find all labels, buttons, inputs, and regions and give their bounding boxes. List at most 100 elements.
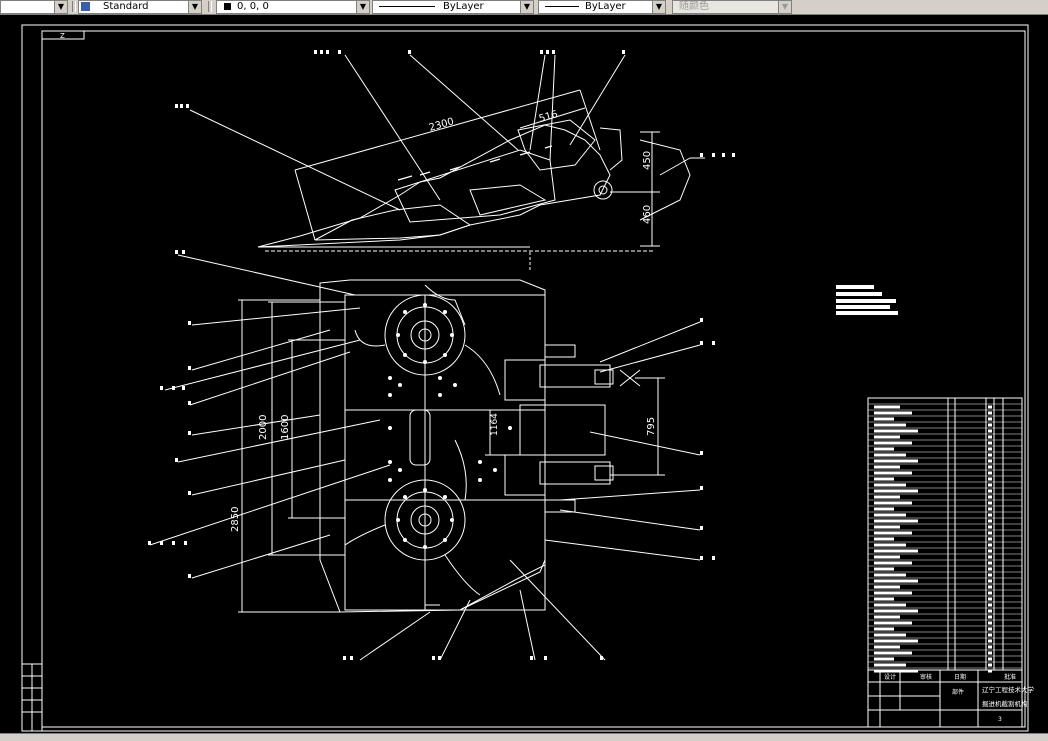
color-dropdown[interactable]: 0, 0, 0 ▼ (216, 0, 370, 14)
parts-list-row-glyphs (874, 489, 918, 493)
parts-list-qty-glyph (988, 657, 992, 661)
plan-view-leaders (149, 254, 701, 661)
parts-list-qty-glyph (988, 609, 992, 613)
parts-list-row-glyphs (874, 585, 900, 589)
parts-list-row-glyphs (874, 627, 894, 631)
layer-dropdown[interactable]: ▼ (0, 0, 68, 14)
chevron-down-icon[interactable]: ▼ (520, 1, 533, 13)
parts-list-row-glyphs (874, 483, 906, 487)
parts-list-row-glyphs (874, 615, 900, 619)
parts-list-row-glyphs (874, 519, 918, 523)
lineweight-dropdown[interactable]: ByLayer ▼ (538, 0, 666, 14)
title-sheet-no: 3 (998, 716, 1002, 723)
properties-toolbar: ▼ Standard ▼ 0, 0, 0 ▼ ByLayer ▼ ByLayer… (0, 0, 1048, 15)
parts-list-qty-glyph (988, 501, 992, 505)
dim-2000: 2000 (258, 415, 269, 440)
dim-2850: 2850 (230, 507, 241, 532)
side-view-leaders (189, 54, 705, 211)
drawing-canvas[interactable]: Z (0, 15, 1048, 740)
parts-list-qty-glyph (988, 489, 992, 493)
parts-list-row-glyphs (874, 459, 918, 463)
parts-list-row-glyphs (874, 633, 906, 637)
dim-516: 516 (538, 109, 559, 125)
parts-list-row-glyphs (874, 507, 894, 511)
parts-list-qty-glyph (988, 507, 992, 511)
parts-list-qty-glyph (988, 435, 992, 439)
parts-list-row-glyphs (874, 591, 912, 595)
parts-list-row-glyphs (874, 645, 900, 649)
parts-list-qty-glyph (988, 483, 992, 487)
parts-list-text (874, 405, 992, 673)
parts-list-row-glyphs (874, 621, 912, 625)
title-date-label: 日期 (954, 673, 966, 681)
parts-list-row-glyphs (874, 669, 918, 673)
parts-list-row-glyphs (874, 651, 912, 655)
parts-list-row-glyphs (874, 441, 912, 445)
dim-1600: 1600 (280, 415, 291, 440)
parts-list-row-glyphs (874, 597, 894, 601)
cad-drawing[interactable]: Z (0, 15, 1048, 735)
plot-style-dropdown[interactable]: 随颜色 ▼ (672, 0, 792, 14)
parts-list-qty-glyph (988, 621, 992, 625)
parts-list-row-glyphs (874, 417, 894, 421)
parts-list-row-glyphs (874, 567, 894, 571)
parts-list-row-glyphs (874, 525, 900, 529)
parts-list-qty-glyph (988, 663, 992, 667)
parts-list-qty-glyph (988, 555, 992, 559)
parts-list-row-glyphs (874, 465, 900, 469)
parts-list-qty-glyph (988, 495, 992, 499)
text-style-dropdown[interactable]: Standard ▼ (78, 0, 202, 14)
title-approve-label: 批准 (1004, 673, 1016, 681)
parts-list-qty-glyph (988, 585, 992, 589)
linetype-dropdown[interactable]: ByLayer ▼ (372, 0, 534, 14)
parts-list-row-glyphs (874, 657, 894, 661)
parts-list-qty-glyph (988, 597, 992, 601)
parts-list-row-glyphs (874, 471, 912, 475)
parts-list-row-glyphs (874, 549, 918, 553)
parts-list-qty-glyph (988, 645, 992, 649)
parts-list-row-glyphs (874, 501, 912, 505)
outer-frame (21, 24, 1029, 732)
chevron-down-icon[interactable]: ▼ (778, 1, 791, 13)
plan-view-callout-labels (148, 250, 715, 660)
parts-list-row-glyphs (874, 435, 900, 439)
parts-list-row-glyphs (874, 513, 906, 517)
chevron-down-icon[interactable]: ▼ (54, 1, 67, 13)
parts-list-row-glyphs (874, 573, 906, 577)
chevron-down-icon[interactable]: ▼ (188, 1, 201, 13)
side-view (175, 50, 735, 270)
text-style-value: Standard (103, 1, 149, 12)
parts-list-qty-glyph (988, 669, 992, 673)
parts-list-qty-glyph (988, 639, 992, 643)
parts-list-qty-glyph (988, 579, 992, 583)
bolt-holes (388, 303, 512, 549)
parts-list-row-glyphs (874, 603, 906, 607)
chevron-down-icon[interactable]: ▼ (652, 1, 665, 13)
dim-2300: 2300 (428, 116, 455, 134)
sheet-tag-box (41, 30, 85, 40)
sheet-tag: Z (60, 32, 65, 40)
parts-list-row-glyphs (874, 543, 906, 547)
color-value: 0, 0, 0 (237, 1, 269, 12)
chevron-down-icon[interactable]: ▼ (356, 1, 369, 13)
parts-list-row-glyphs (874, 663, 906, 667)
plot-style-value: 随颜色 (679, 1, 709, 12)
line-sample-icon (379, 6, 435, 7)
parts-list-qty-glyph (988, 477, 992, 481)
parts-list-qty-glyph (988, 447, 992, 451)
line-sample-icon (545, 6, 579, 7)
parts-list-qty-glyph (988, 567, 992, 571)
inner-frame (41, 30, 1026, 728)
parts-list-row-glyphs (874, 411, 912, 415)
parts-list-row-glyphs (874, 531, 912, 535)
parts-list-row-glyphs (874, 609, 918, 613)
parts-list-row-glyphs (874, 453, 906, 457)
parts-list-qty-glyph (988, 423, 992, 427)
parts-list-row-glyphs (874, 495, 900, 499)
title-block (867, 669, 1023, 728)
title-drawn-label: 设计 (884, 673, 896, 681)
status-bar (0, 733, 1048, 741)
parts-list-row-glyphs (874, 447, 894, 451)
parts-list-qty-glyph (988, 591, 992, 595)
parts-list-qty-glyph (988, 651, 992, 655)
